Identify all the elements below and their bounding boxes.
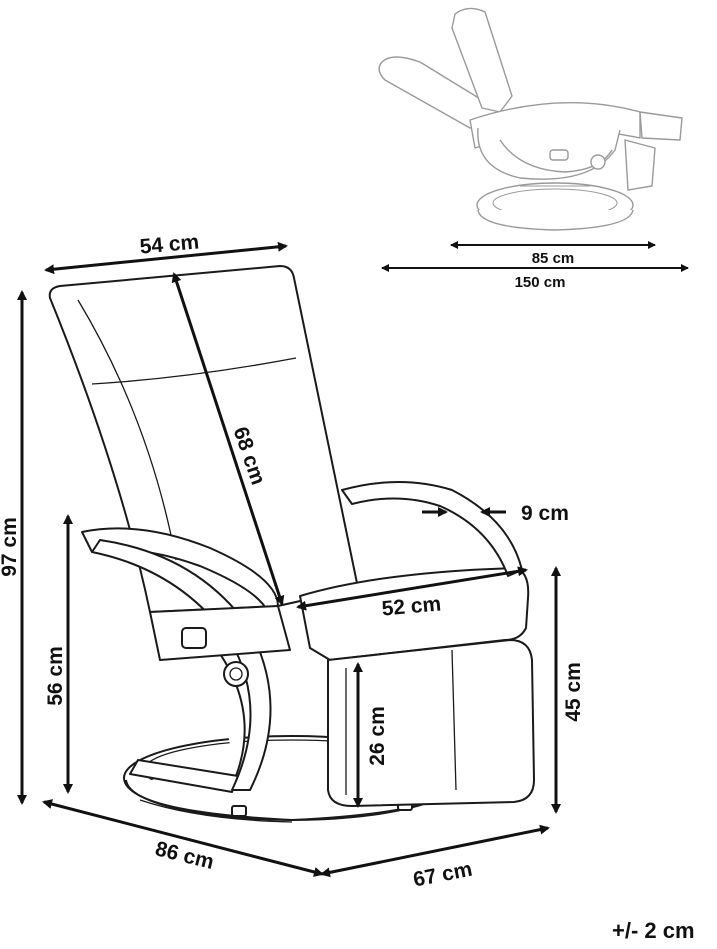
chair-illustration	[48, 265, 535, 823]
armrest-width-label: 9 cm	[521, 502, 569, 525]
armrest-width-dimension: 9 cm	[422, 502, 569, 525]
tolerance-note: +/- 2 cm	[612, 918, 695, 943]
reclined-depth-label: 85 cm	[532, 250, 575, 267]
seat-width-label: 52 cm	[381, 592, 442, 620]
reclined-depth-dimension: 85 cm	[450, 241, 656, 267]
width-dimension: 67 cm	[320, 824, 550, 892]
reclined-chair-illustration	[378, 7, 683, 231]
seat-height-dimension: 45 cm	[551, 566, 585, 814]
width-top-dimension: 54 cm	[44, 230, 288, 275]
reclined-length-label: 150 cm	[515, 274, 566, 291]
width-top-label: 54 cm	[139, 230, 200, 258]
armrest-height-label: 56 cm	[44, 646, 67, 706]
width-label: 67 cm	[411, 858, 474, 892]
total-height-dimension: 97 cm	[0, 290, 27, 805]
total-height-label: 97 cm	[0, 517, 21, 577]
seat-depth-label: 26 cm	[366, 706, 389, 766]
seat-depth-dimension: 26 cm	[353, 662, 389, 808]
armrest-height-dimension: 56 cm	[44, 514, 73, 794]
seat-width-dimension: 52 cm	[296, 566, 528, 621]
seat-height-label: 45 cm	[562, 662, 585, 722]
reclined-length-dimension: 150 cm	[381, 264, 689, 291]
